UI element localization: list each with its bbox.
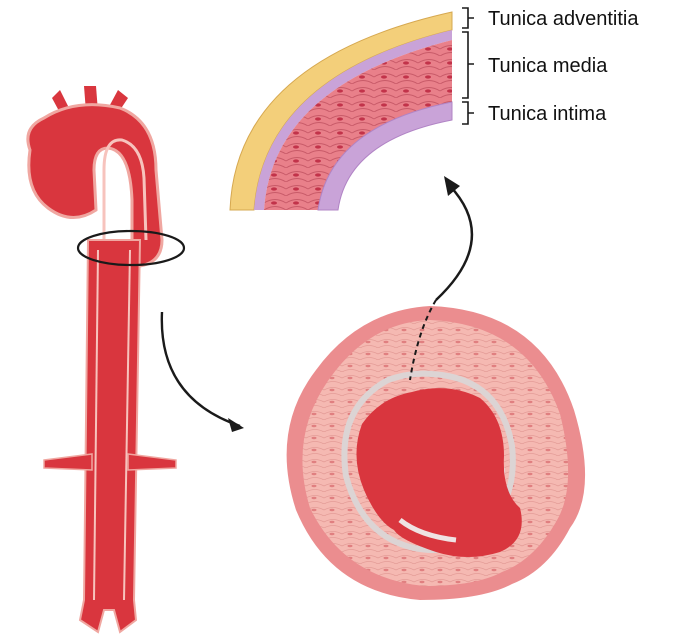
descending-aorta [80, 240, 140, 632]
aorta-illustration [28, 86, 184, 632]
layer-brackets [462, 8, 474, 124]
vessel-layer-detail [230, 12, 452, 210]
renal-branch-left [44, 454, 92, 470]
label-tunica-intima: Tunica intima [488, 103, 607, 125]
bracket-intima [462, 102, 474, 124]
label-tunica-media: Tunica media [488, 55, 608, 77]
zoom-arrow-lower [162, 312, 244, 432]
bracket-media [462, 32, 474, 98]
bracket-adventitia [462, 8, 474, 28]
label-tunica-adventitia: Tunica adventitia [488, 8, 639, 30]
renal-branch-right [128, 454, 176, 470]
vessel-cross-section [287, 306, 585, 600]
